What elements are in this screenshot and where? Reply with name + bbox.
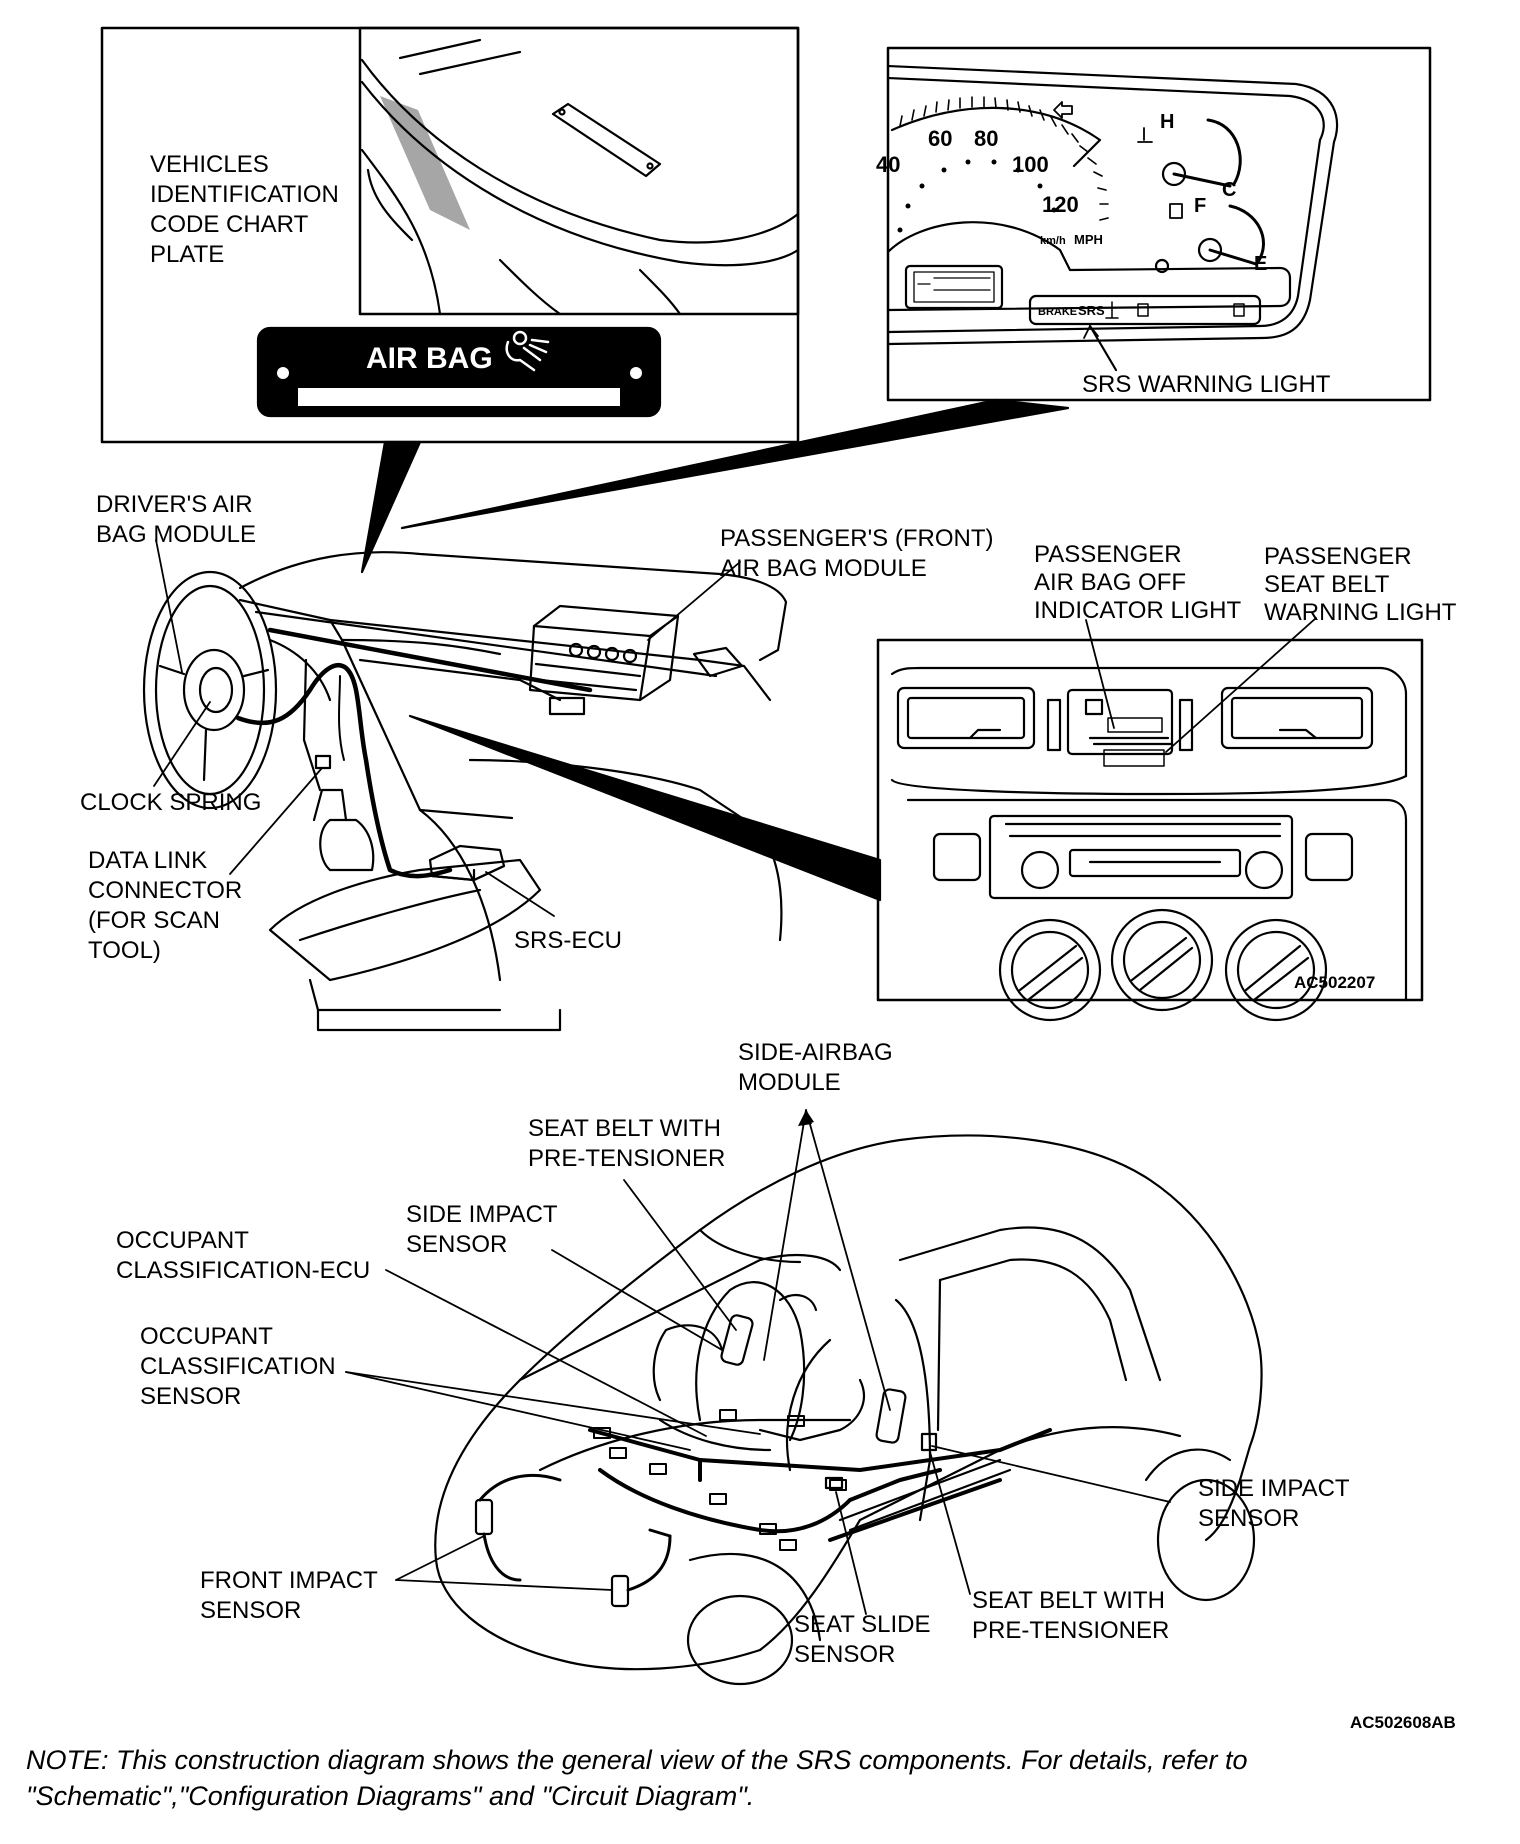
data-link-label-4: TOOL) — [88, 937, 161, 964]
seat-belt-top-label-1: SEAT BELT WITH — [528, 1115, 721, 1142]
vehicle-plate-label-4: PLATE — [150, 241, 224, 268]
temp-mark-h: H — [1160, 111, 1174, 133]
data-link-connector-part — [314, 754, 332, 770]
occupant-sensor-label-2: CLASSIFICATION — [140, 1353, 336, 1380]
figure-code-top: AC502207 — [1294, 973, 1375, 992]
rear-wheel — [1156, 1478, 1256, 1602]
fuel-mark-e: E — [1254, 253, 1267, 275]
occupant-ecu-label-2: CLASSIFICATION-ECU — [116, 1257, 370, 1284]
seat-belt-top-label-2: PRE-TENSIONER — [528, 1145, 725, 1172]
srs-warning-leader — [1088, 324, 1118, 372]
passenger-seat-belt-light-part — [1103, 749, 1165, 767]
gauge-pointer — [400, 398, 1070, 530]
side-impact-left-label-2: SENSOR — [406, 1231, 507, 1258]
side-impact-sensor-right-part — [920, 1432, 938, 1452]
indicator-brake: BRAKE — [1038, 306, 1077, 318]
unit-mph: MPH — [1074, 232, 1103, 247]
plate-pointer — [360, 440, 422, 574]
passenger-air-bag-off-label-1: PASSENGER — [1034, 541, 1182, 568]
speed-mark-100: 100 — [1012, 152, 1049, 177]
passenger-seat-belt-label-3: WARNING LIGHT — [1264, 599, 1457, 626]
leader-lines — [153, 539, 1317, 1615]
note-line-1: NOTE: This construction diagram shows th… — [26, 1745, 1248, 1775]
air-bag-plate-text: AIR BAG — [366, 342, 493, 375]
seat-belt-bottom-label-2: PRE-TENSIONER — [972, 1617, 1169, 1644]
fuel-mark-f: F — [1194, 195, 1206, 217]
passenger-seat-belt-label-2: SEAT BELT — [1264, 571, 1390, 598]
side-airbag-label-1: SIDE-AIRBAG — [738, 1039, 893, 1066]
speed-mark-80: 80 — [974, 126, 998, 151]
seat-slide-sensor-part — [824, 1476, 844, 1490]
indicator-strip — [1028, 294, 1262, 326]
unit-kmh: km/h — [1040, 235, 1066, 247]
side-airbag-label-2: MODULE — [738, 1069, 841, 1096]
vehicle-plate-label-2: IDENTIFICATION — [150, 181, 339, 208]
seat-slide-label-2: SENSOR — [794, 1641, 895, 1668]
temp-mark-c: C — [1222, 179, 1236, 201]
front-impact-label-1: FRONT IMPACT — [200, 1567, 378, 1594]
front-impact-label-2: SENSOR — [200, 1597, 301, 1624]
srs-warning-light-label: SRS WARNING LIGHT — [1082, 371, 1331, 398]
seat-belt-bottom-label-1: SEAT BELT WITH — [972, 1587, 1165, 1614]
arrow-heads — [798, 1110, 814, 1126]
drivers-air-bag — [182, 648, 246, 732]
note-text: NOTE: This construction diagram shows th… — [26, 1742, 1496, 1814]
side-impact-left-label-1: SIDE IMPACT — [406, 1201, 558, 1228]
srs-ecu-label: SRS-ECU — [514, 927, 622, 954]
data-link-label-3: (FOR SCAN — [88, 907, 220, 934]
data-link-label-1: DATA LINK — [88, 847, 207, 874]
panel-pointer — [408, 714, 882, 902]
steering-wheel — [142, 570, 278, 810]
text-labels: VEHICLES IDENTIFICATION CODE CHART PLATE… — [80, 151, 1457, 1732]
vehicle-plate-label-1: VEHICLES — [150, 151, 269, 178]
vent-left — [998, 918, 1102, 1022]
passengers-air-bag-label-2: AIR BAG MODULE — [720, 555, 927, 582]
front-impact-sensor-lower — [610, 1574, 630, 1608]
passenger-air-bag-off-label-2: AIR BAG OFF — [1034, 569, 1186, 596]
indicator-srs: SRS — [1078, 303, 1105, 318]
note-line-2: "Schematic","Configuration Diagrams" and… — [26, 1781, 755, 1811]
data-link-label-2: CONNECTOR — [88, 877, 242, 904]
drivers-air-bag-label-1: DRIVER'S AIR — [96, 491, 253, 518]
speed-mark-40: 40 — [876, 152, 900, 177]
radio-unit — [988, 814, 1294, 900]
drivers-air-bag-label-2: BAG MODULE — [96, 521, 256, 548]
passengers-air-bag-label-1: PASSENGER'S (FRONT) — [720, 525, 994, 552]
plate-sketch — [551, 102, 662, 178]
car-body-drawing — [434, 1134, 1263, 1686]
odometer-lcd — [904, 264, 1004, 310]
plate-inset: AIR BAG — [100, 26, 800, 574]
driver-seat — [695, 1281, 806, 1442]
passenger-seat-belt-label-1: PASSENGER — [1264, 543, 1412, 570]
front-impact-sensor-upper — [474, 1498, 494, 1536]
fuel-icon — [1169, 203, 1183, 219]
speed-mark-120: 120 — [1042, 192, 1079, 217]
side-airbag-front — [720, 1314, 754, 1366]
speed-mark-60: 60 — [928, 126, 952, 151]
side-impact-right-label-1: SIDE IMPACT — [1198, 1475, 1350, 1502]
passenger-seat — [786, 1338, 832, 1472]
front-wheel — [686, 1594, 794, 1686]
vent-right — [1224, 918, 1328, 1022]
seat-slide-label-1: SEAT SLIDE — [794, 1611, 931, 1638]
figure-code-bottom: AC502608AB — [1350, 1713, 1456, 1732]
passenger-air-bag-off-label-3: INDICATOR LIGHT — [1034, 597, 1241, 624]
clock-spring-label: CLOCK SPRING — [80, 789, 261, 816]
passenger-air-bag-module — [528, 604, 680, 716]
center-panel-inset: AC502207 — [408, 638, 1424, 1022]
gauge-inset: 40 60 80 100 120 km/h MPH BRAKE SRS H C — [400, 46, 1432, 530]
occupant-sensor-label-1: OCCUPANT — [140, 1323, 273, 1350]
airbag-person-icon — [505, 330, 550, 372]
side-impact-right-label-2: SENSOR — [1198, 1505, 1299, 1532]
occupant-sensor-label-3: SENSOR — [140, 1383, 241, 1410]
vent-center — [1110, 908, 1214, 1012]
srs-ecu-part — [428, 844, 506, 882]
occupant-ecu-label-1: OCCUPANT — [116, 1227, 249, 1254]
vehicle-plate-label-3: CODE CHART — [150, 211, 309, 238]
side-airbag-rear — [875, 1388, 907, 1444]
